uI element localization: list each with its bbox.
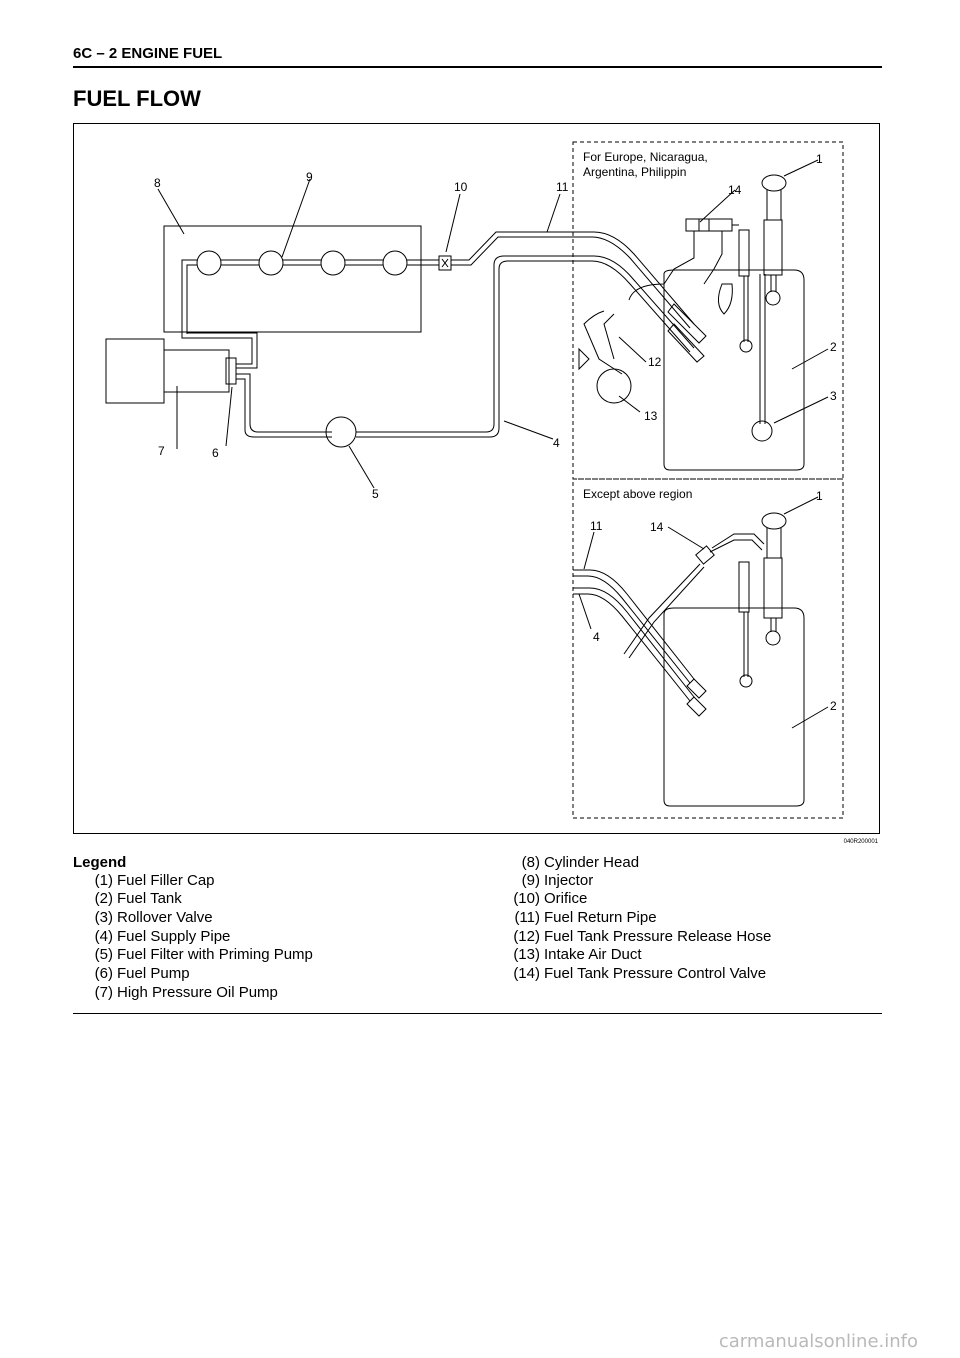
- section-title: FUEL FLOW: [73, 86, 201, 111]
- callout-1b: 1: [816, 489, 823, 503]
- callout-9: 9: [306, 170, 313, 184]
- callout-11b: 11: [590, 519, 603, 533]
- injector: [196, 250, 222, 276]
- callout-5: 5: [372, 487, 379, 501]
- injector: [382, 250, 408, 276]
- watermark[interactable]: carmanualsonline.info: [718, 1331, 918, 1352]
- callout-2b: 2: [830, 699, 837, 713]
- legend-heading: Legend: [73, 854, 127, 871]
- footer-rule: [73, 1013, 882, 1014]
- callout-10: 10: [454, 180, 468, 194]
- header-text: 6C – 2 ENGINE FUEL: [73, 45, 223, 62]
- page-header: 6C – 2 ENGINE FUEL: [73, 42, 882, 68]
- fuel-flow-diagram: For Europe, Nicaragua, Argentina, Philip…: [73, 123, 880, 845]
- region-box-bottom: [572, 478, 844, 819]
- region-box-top: [572, 141, 844, 480]
- callout-3: 3: [830, 389, 837, 403]
- callout-6: 6: [212, 446, 219, 460]
- region-top-label-line2: Argentina, Philippin: [583, 165, 686, 179]
- callout-12: 12: [648, 355, 662, 369]
- callout-7: 7: [158, 444, 165, 458]
- injector: [320, 250, 346, 276]
- callout-1: 1: [816, 152, 823, 166]
- figure-code: 040R200001: [843, 839, 878, 845]
- diagram-svg: For Europe, Nicaragua, Argentina, Philip…: [105, 141, 844, 819]
- intake-air-duct: [596, 368, 632, 404]
- fuel-filler-cap: [761, 174, 787, 192]
- fuel-pump: [225, 357, 237, 385]
- callout-13: 13: [644, 409, 658, 423]
- orifice: [438, 255, 452, 271]
- cylinder-head: [163, 225, 422, 333]
- region-bottom-label: Except above region: [583, 487, 692, 501]
- injector: [258, 250, 284, 276]
- pressure-release-hose: [583, 310, 623, 375]
- callout-2: 2: [830, 340, 837, 354]
- callout-4: 4: [553, 436, 560, 450]
- rollover-valve: [751, 420, 773, 442]
- callout-4b: 4: [593, 630, 600, 644]
- fuel-tank-bottom: [663, 607, 805, 807]
- fuel-tank-top: [663, 269, 805, 471]
- callout-14: 14: [728, 183, 742, 197]
- callout-11: 11: [556, 180, 569, 194]
- callout-8: 8: [154, 176, 161, 190]
- callout-14b: 14: [650, 520, 664, 534]
- high-pressure-oil-pump: [105, 338, 165, 404]
- region-top-label-line1: For Europe, Nicaragua,: [583, 150, 708, 164]
